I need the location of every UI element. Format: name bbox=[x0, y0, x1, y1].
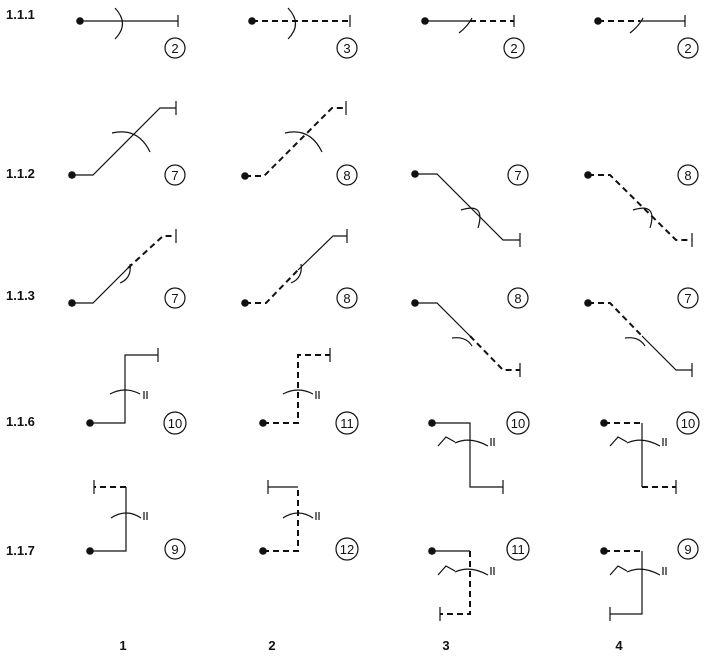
row-label-1-1-3: 1.1.3 bbox=[6, 288, 35, 303]
cell-value: 7 bbox=[684, 291, 691, 306]
cell-value: 10 bbox=[681, 416, 695, 431]
circled-number-1-1-3-col2: 8 bbox=[336, 287, 358, 309]
symbol-1-1-3-col2 bbox=[241, 229, 348, 307]
circled-number-1-1-6-col4: 10 bbox=[676, 411, 700, 435]
symbol-1-1-2-col2 bbox=[241, 101, 347, 180]
cell-value: 7 bbox=[514, 168, 521, 183]
symbol-1-1-1-col2 bbox=[248, 7, 351, 40]
circled-number-1-1-3-col4: 7 bbox=[677, 287, 699, 309]
circled-number-1-1-2-col1: 7 bbox=[164, 164, 186, 186]
row-label-1-1-1: 1.1.1 bbox=[6, 7, 35, 22]
circled-number-1-1-1-col1: 2 bbox=[164, 37, 186, 59]
column-label-1: 1 bbox=[119, 638, 127, 653]
symbol-1-1-7-col2 bbox=[259, 480, 320, 555]
cell-value: 9 bbox=[684, 542, 691, 557]
row-label-1-1-6: 1.1.6 bbox=[6, 414, 35, 429]
symbol-1-1-7-col3 bbox=[428, 547, 495, 621]
circled-number-1-1-2-col4: 8 bbox=[677, 164, 699, 186]
symbol-1-1-2-col4 bbox=[584, 171, 693, 247]
circled-number-1-1-7-col1: 9 bbox=[164, 538, 186, 560]
circled-number-1-1-2-col3: 7 bbox=[507, 164, 529, 186]
symbol-1-1-3-col1 bbox=[68, 229, 177, 307]
symbol-1-1-1-col4 bbox=[594, 15, 686, 34]
cell-value: 11 bbox=[340, 416, 354, 431]
circled-number-1-1-6-col3: 10 bbox=[506, 411, 530, 435]
circled-number-1-1-1-col4: 2 bbox=[677, 37, 699, 59]
cell-value: 10 bbox=[168, 416, 182, 431]
circled-number-1-1-7-col3: 11 bbox=[506, 537, 530, 561]
symbol-1-1-6-col2 bbox=[259, 348, 331, 427]
cell-value: 2 bbox=[510, 41, 517, 56]
cell-value: 9 bbox=[171, 542, 178, 557]
circled-number-1-1-2-col2: 8 bbox=[336, 164, 358, 186]
symbol-1-1-1-col1 bbox=[76, 7, 179, 40]
symbol-1-1-7-col1 bbox=[86, 480, 148, 555]
symbol-1-1-6-col3 bbox=[428, 419, 504, 494]
cell-value: 8 bbox=[514, 291, 521, 306]
symbol-1-1-2-col3 bbox=[411, 170, 521, 247]
cell-value: 3 bbox=[343, 41, 350, 56]
cell-value: 10 bbox=[511, 416, 525, 431]
symbol-1-1-3-col4 bbox=[584, 299, 693, 377]
cell-value: 8 bbox=[343, 168, 350, 183]
circled-number-1-1-7-col2: 12 bbox=[335, 537, 359, 561]
circled-number-1-1-7-col4: 9 bbox=[677, 538, 699, 560]
cell-value: 8 bbox=[684, 168, 691, 183]
symbol-1-1-6-col1 bbox=[86, 348, 159, 427]
symbol-1-1-6-col4 bbox=[600, 419, 677, 494]
circled-number-1-1-1-col3: 2 bbox=[503, 37, 525, 59]
cell-value: 2 bbox=[171, 41, 178, 56]
symbol-1-1-3-col3 bbox=[411, 299, 521, 377]
column-label-4: 4 bbox=[615, 638, 623, 653]
cell-value: 2 bbox=[684, 41, 691, 56]
circled-number-1-1-6-col1: 10 bbox=[163, 411, 187, 435]
cell-value: 12 bbox=[340, 542, 354, 557]
cell-value: 7 bbox=[171, 291, 178, 306]
row-label-1-1-7: 1.1.7 bbox=[6, 543, 35, 558]
symbol-1-1-2-col1 bbox=[68, 101, 177, 179]
circled-number-1-1-1-col2: 3 bbox=[336, 37, 358, 59]
row-label-1-1-2: 1.1.2 bbox=[6, 166, 35, 181]
column-label-2: 2 bbox=[268, 638, 276, 653]
cell-value: 8 bbox=[343, 291, 350, 306]
symbol-1-1-1-col3 bbox=[421, 15, 515, 34]
cell-value: 7 bbox=[171, 168, 178, 183]
circled-number-1-1-6-col2: 11 bbox=[335, 411, 359, 435]
column-label-3: 3 bbox=[442, 638, 450, 653]
symbol-1-1-7-col4 bbox=[600, 547, 667, 621]
circled-number-1-1-3-col1: 7 bbox=[164, 287, 186, 309]
cell-value: 11 bbox=[511, 542, 525, 557]
circled-number-1-1-3-col3: 8 bbox=[507, 287, 529, 309]
